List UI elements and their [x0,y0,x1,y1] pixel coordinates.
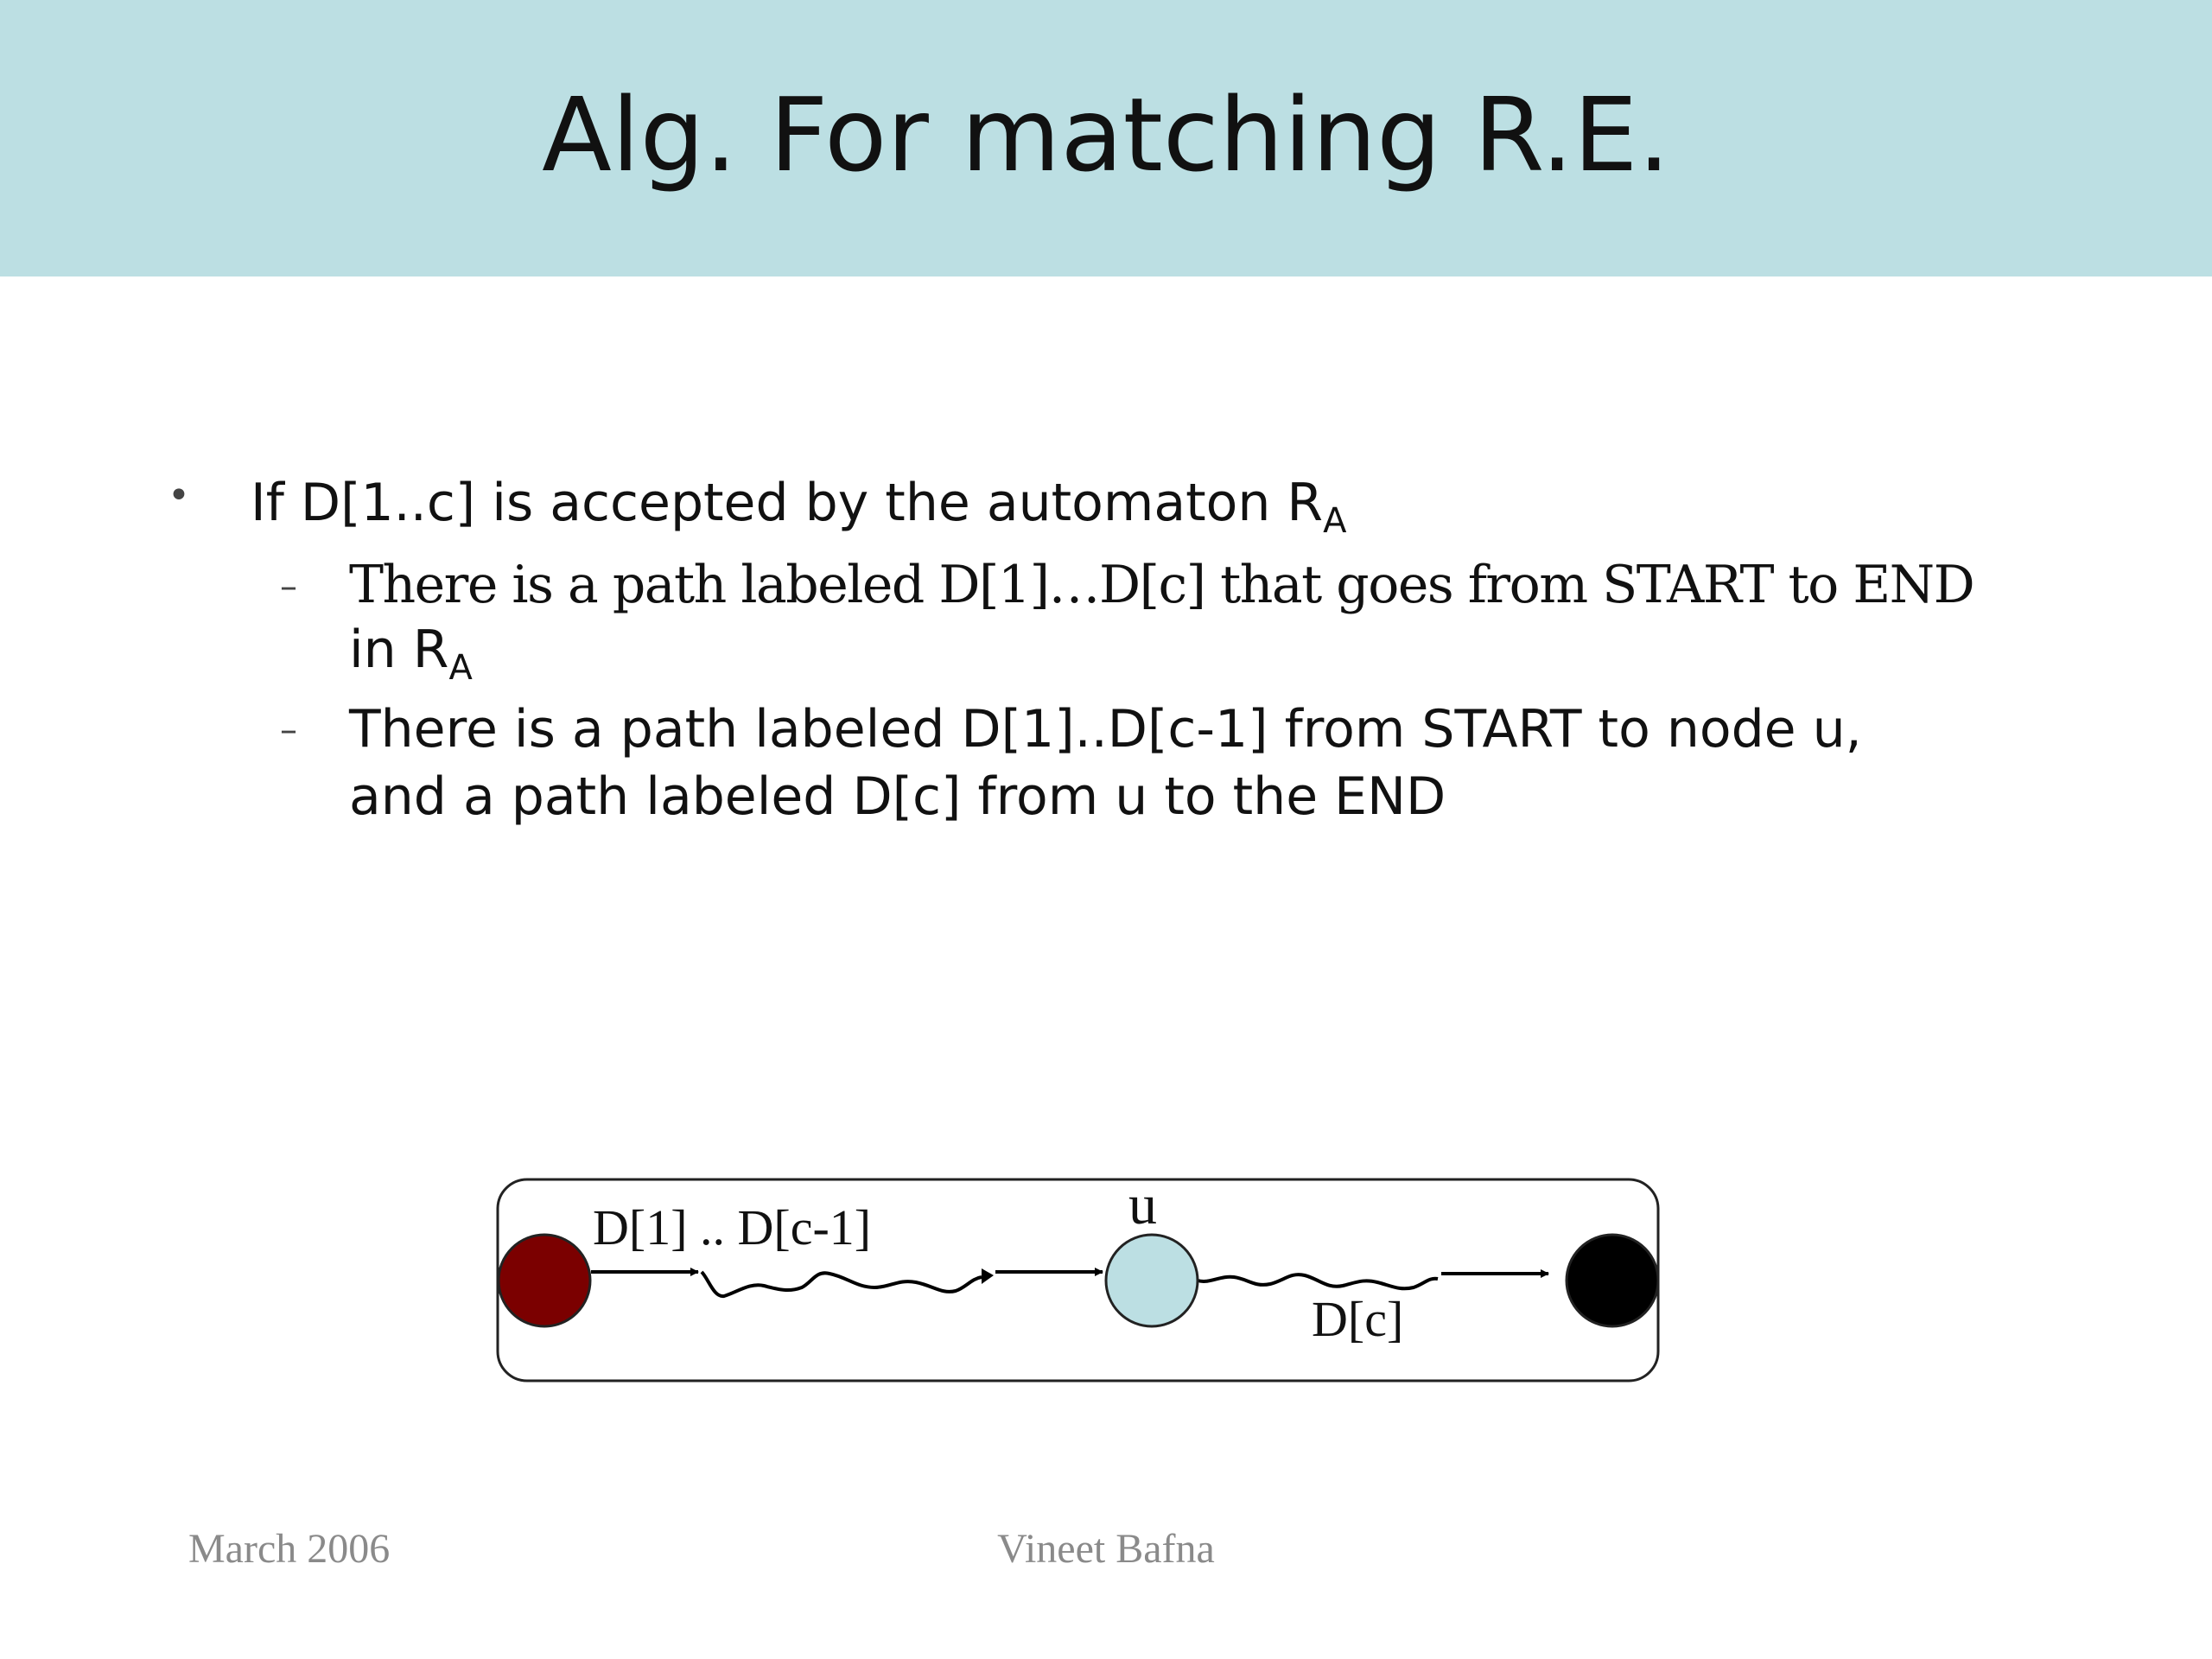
subbullet-1-subscript: A [448,648,473,688]
label-path-2: D[c] [1312,1291,1403,1347]
bullet-1: If D[1..c] is accepted by the automaton … [251,472,1346,538]
slide-title: Alg. For matching R.E. [542,75,1670,194]
wavy-path-1-arrowhead [982,1268,994,1284]
bullet-1-subscript: A [1323,501,1347,541]
label-path-1: D[1] .. D[c-1] [593,1199,871,1255]
subbullet-2-line-2: and a path labeled D[c] from u to the EN… [349,766,1446,827]
subbullet-marker: – [280,567,297,607]
footer-date: March 2006 [188,1526,391,1572]
subbullet-1-line-2-text: in R [349,620,449,680]
wavy-path-2 [1197,1273,1439,1291]
bullet-marker: • [168,474,190,518]
title-band [0,0,2212,276]
start-node [497,1233,592,1328]
node-u [1104,1233,1199,1328]
footer-author: Vineet Bafna [997,1526,1215,1572]
subbullet-2-line-1: There is a path labeled D[1]..D[c-1] fro… [349,699,1862,760]
bullet-1-text: If D[1..c] is accepted by the automaton … [251,473,1324,533]
end-node [1565,1233,1660,1328]
wavy-path-1 [700,1270,982,1299]
subbullet-1-line-1: There is a path labeled D[1]…D[c] that g… [349,555,1975,615]
label-node-u: u [1128,1173,1157,1236]
subbullet-1-line-2: in RA [349,619,473,685]
subbullet-marker: – [280,710,297,750]
